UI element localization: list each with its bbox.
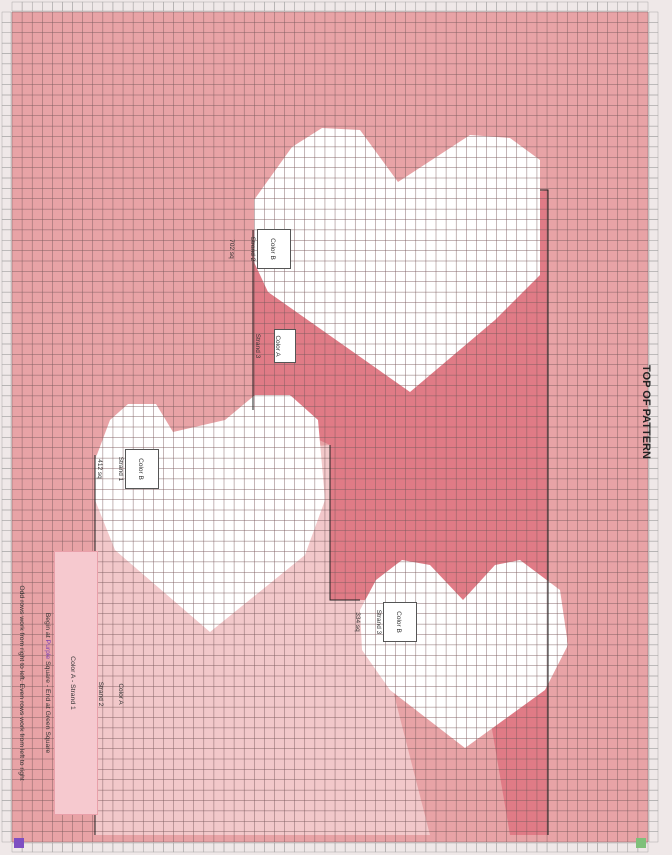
label-heart-left: Color B Strand 1 412 sq <box>125 449 159 489</box>
label-heart-bottom-strand: Strand 3 <box>374 605 381 639</box>
label-heart-left-count: 412 sq <box>96 452 103 486</box>
legend-line-2-suffix: Square - End at Green Square <box>44 659 51 753</box>
label-heart-top-color: Color B <box>269 232 276 266</box>
label-heart-bottom: Color B Strand 3 334 sq <box>383 602 417 642</box>
label-color-a-strand3: Color A Strand 3 <box>274 329 296 363</box>
top-of-pattern-title: TOP OF PATTERN <box>637 362 651 462</box>
legend-line-1: Color A - Strand 1 <box>68 558 76 808</box>
label-heart-top-count: 702 sq <box>228 232 235 266</box>
strand1-instructions: Color A - Strand 1 Begin at Purple Squar… <box>54 551 98 815</box>
label-heart-left-strand: Strand 1 <box>116 452 123 486</box>
label-heart-top: Color B Strand 2 702 sq <box>257 229 291 269</box>
label-strand3-strand: Strand 3 <box>253 332 260 360</box>
legend-purple-word: Purple <box>44 640 51 660</box>
label-strand2-color: Color A <box>117 678 124 710</box>
label-heart-top-strand: Strand 2 <box>248 232 255 266</box>
label-heart-left-color: Color B <box>137 452 144 486</box>
legend-line-2: Begin at Purple Square - End at Green Sq… <box>42 558 50 808</box>
grid-lines <box>12 12 648 842</box>
label-strand3-color: Color A <box>274 332 281 360</box>
legend-line-3: Odd rows work from right to left. Even r… <box>17 558 25 808</box>
end-square-green <box>636 838 646 848</box>
label-color-a-strand2: Color A Strand 2 <box>119 678 137 710</box>
legend-line-2-prefix: Begin at <box>44 613 51 640</box>
start-square-purple <box>14 838 24 848</box>
label-heart-bottom-count: 334 sq <box>354 605 361 639</box>
label-heart-bottom-color: Color B <box>395 605 402 639</box>
